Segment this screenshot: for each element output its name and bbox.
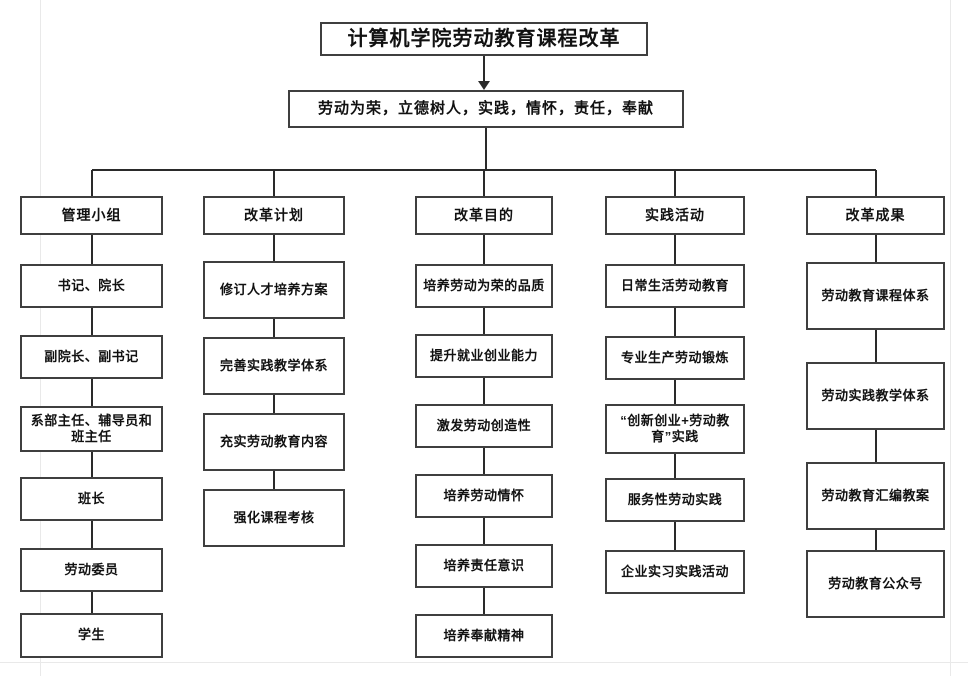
connector-title-to-motto bbox=[483, 56, 485, 82]
node-management-group-5[interactable]: 劳动委员 bbox=[20, 548, 163, 592]
node-management-group-1[interactable]: 书记、院长 bbox=[20, 264, 163, 308]
node-management-group-6[interactable]: 学生 bbox=[20, 613, 163, 658]
connector-reform-results-1 bbox=[874, 330, 877, 362]
node-practice-activities-1[interactable]: 日常生活劳动教育 bbox=[605, 264, 745, 308]
node-reform-plan-4[interactable]: 强化课程考核 bbox=[203, 489, 345, 547]
connector-bus-to-management-group bbox=[90, 170, 93, 196]
node-reform-results-3[interactable]: 劳动教育汇编教案 bbox=[806, 462, 945, 530]
connector-motto-to-bus bbox=[485, 128, 487, 170]
connector-practice-activities-1 bbox=[674, 308, 676, 336]
page-guide-bottom bbox=[0, 662, 968, 663]
connector-bus-to-reform-purpose bbox=[483, 170, 485, 196]
connector-bus-to-reform-plan bbox=[273, 170, 275, 196]
connector-management-group-3 bbox=[90, 452, 93, 477]
connector-management-group-4 bbox=[90, 521, 93, 548]
diagram-title-text: 计算机学院劳动教育课程改革 bbox=[347, 27, 621, 50]
node-reform-purpose-2[interactable]: 提升就业创业能力 bbox=[415, 334, 553, 378]
diagram-motto-box: 劳动为荣，立德树人，实践，情怀，责任，奉献 bbox=[288, 90, 684, 128]
diagram-title-box: 计算机学院劳动教育课程改革 bbox=[320, 22, 648, 56]
connector-reform-purpose-4 bbox=[483, 518, 485, 544]
column-header-reform-plan[interactable]: 改革计划 bbox=[203, 196, 345, 235]
arrow-title-to-motto bbox=[478, 81, 490, 90]
connector-practice-activities-0 bbox=[674, 235, 676, 264]
node-reform-results-2[interactable]: 劳动实践教学体系 bbox=[806, 362, 945, 430]
connector-reform-purpose-0 bbox=[483, 235, 485, 264]
connector-practice-activities-3 bbox=[674, 454, 676, 478]
column-header-management-group[interactable]: 管理小组 bbox=[20, 196, 163, 235]
node-management-group-2[interactable]: 副院长、副书记 bbox=[20, 335, 163, 379]
node-reform-purpose-3[interactable]: 激发劳动创造性 bbox=[415, 404, 553, 448]
node-management-group-3[interactable]: 系部主任、辅导员和班主任 bbox=[20, 406, 163, 452]
connector-management-group-1 bbox=[90, 308, 93, 335]
connector-reform-purpose-3 bbox=[483, 448, 485, 474]
node-reform-purpose-1[interactable]: 培养劳动为荣的品质 bbox=[415, 264, 553, 308]
node-practice-activities-2[interactable]: 专业生产劳动锻炼 bbox=[605, 336, 745, 380]
connector-reform-plan-1 bbox=[273, 319, 275, 337]
node-reform-purpose-4[interactable]: 培养劳动情怀 bbox=[415, 474, 553, 518]
column-header-practice-activities[interactable]: 实践活动 bbox=[605, 196, 745, 235]
node-reform-results-1[interactable]: 劳动教育课程体系 bbox=[806, 262, 945, 330]
node-practice-activities-3[interactable]: “创新创业+劳动教育”实践 bbox=[605, 404, 745, 454]
connector-reform-plan-0 bbox=[273, 235, 275, 261]
node-reform-purpose-5[interactable]: 培养责任意识 bbox=[415, 544, 553, 588]
connector-reform-results-3 bbox=[874, 530, 877, 550]
node-reform-purpose-6[interactable]: 培养奉献精神 bbox=[415, 614, 553, 658]
node-practice-activities-5[interactable]: 企业实习实践活动 bbox=[605, 550, 745, 594]
node-reform-plan-2[interactable]: 完善实践教学体系 bbox=[203, 337, 345, 395]
connector-bus-to-practice-activities bbox=[674, 170, 676, 196]
connector-practice-activities-2 bbox=[674, 380, 676, 404]
diagram-motto-text: 劳动为荣，立德树人，实践，情怀，责任，奉献 bbox=[317, 99, 654, 117]
connector-management-group-2 bbox=[90, 379, 93, 406]
node-practice-activities-4[interactable]: 服务性劳动实践 bbox=[605, 478, 745, 522]
node-management-group-4[interactable]: 班长 bbox=[20, 477, 163, 521]
node-reform-results-4[interactable]: 劳动教育公众号 bbox=[806, 550, 945, 618]
connector-reform-results-2 bbox=[874, 430, 877, 462]
node-reform-plan-3[interactable]: 充实劳动教育内容 bbox=[203, 413, 345, 471]
connector-reform-results-0 bbox=[874, 235, 877, 262]
column-header-reform-purpose[interactable]: 改革目的 bbox=[415, 196, 553, 235]
connector-management-group-0 bbox=[90, 235, 93, 264]
connector-reform-purpose-1 bbox=[483, 308, 485, 334]
connector-reform-purpose-2 bbox=[483, 378, 485, 404]
node-reform-plan-1[interactable]: 修订人才培养方案 bbox=[203, 261, 345, 319]
page-guide-right bbox=[950, 0, 951, 676]
connector-practice-activities-4 bbox=[674, 522, 676, 550]
connector-management-group-5 bbox=[90, 592, 93, 613]
connector-reform-plan-2 bbox=[273, 395, 275, 413]
connector-bus-to-reform-results bbox=[874, 170, 877, 196]
connector-reform-plan-3 bbox=[273, 471, 275, 489]
connector-reform-purpose-5 bbox=[483, 588, 485, 614]
column-header-reform-results[interactable]: 改革成果 bbox=[806, 196, 945, 235]
